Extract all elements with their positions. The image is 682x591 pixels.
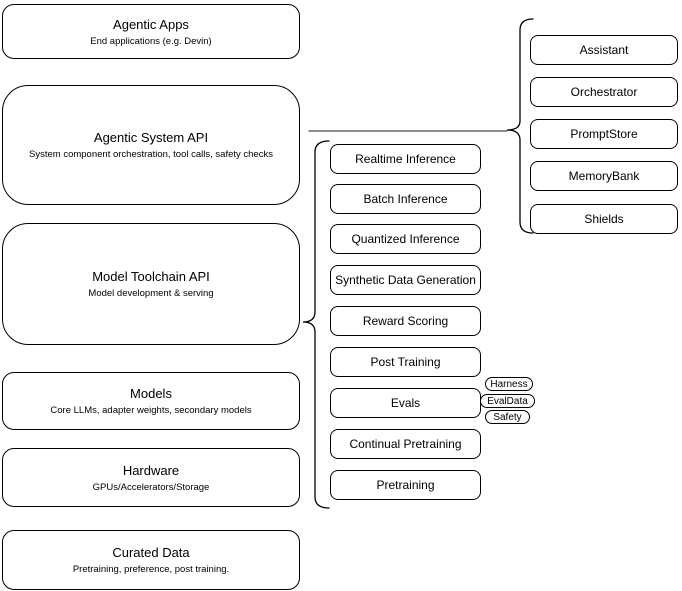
node-title: Agentic Apps — [113, 16, 189, 32]
node-post-training: Post Training — [330, 347, 481, 377]
eval-tag-safety: Safety — [485, 410, 530, 424]
node-synthetic-data-generation: Synthetic Data Generation — [330, 265, 481, 295]
node-model-toolchain-api: Model Toolchain API Model development & … — [2, 223, 300, 345]
node-subtitle: End applications (e.g. Devin) — [90, 35, 212, 47]
node-shields: Shields — [530, 204, 678, 234]
node-subtitle: GPUs/Accelerators/Storage — [92, 481, 210, 493]
node-realtime-inference: Realtime Inference — [330, 144, 481, 174]
eval-tag-harness: Harness — [485, 377, 533, 391]
node-title: Agentic System API — [93, 130, 209, 145]
node-title: Hardware — [122, 462, 180, 478]
node-evals: Evals — [330, 388, 481, 418]
node-orchestrator: Orchestrator — [530, 77, 678, 107]
node-reward-scoring: Reward Scoring — [330, 306, 481, 336]
toolchain-group-curly-brace — [302, 140, 330, 509]
node-title: Models — [130, 386, 172, 401]
node-hardware: Hardware GPUs/Accelerators/Storage — [2, 448, 300, 507]
node-subtitle: Core LLMs, adapter weights, secondary mo… — [50, 405, 252, 416]
node-batch-inference: Batch Inference — [330, 184, 481, 214]
node-subtitle: System component orchestration, tool cal… — [29, 149, 273, 160]
node-title: Model Toolchain API — [92, 269, 210, 284]
node-agentic-system-api: Agentic System API System component orch… — [2, 85, 300, 205]
node-pretraining: Pretraining — [330, 470, 481, 500]
node-quantized-inference: Quantized Inference — [330, 224, 481, 254]
eval-tag-evaldata: EvalData — [480, 394, 535, 408]
node-assistant: Assistant — [530, 35, 678, 65]
node-promptstore: PromptStore — [530, 119, 678, 149]
node-curated-data: Curated Data Pretraining, preference, po… — [2, 530, 300, 590]
node-continual-pretraining: Continual Pretraining — [330, 429, 481, 459]
node-title: Curated Data — [112, 545, 190, 560]
node-memorybank: MemoryBank — [530, 161, 678, 191]
node-agentic-apps: Agentic Apps End applications (e.g. Devi… — [2, 4, 300, 59]
node-subtitle: Model development & serving — [88, 288, 214, 299]
node-models: Models Core LLMs, adapter weights, secon… — [2, 372, 300, 430]
node-subtitle: Pretraining, preference, post training. — [72, 564, 230, 575]
